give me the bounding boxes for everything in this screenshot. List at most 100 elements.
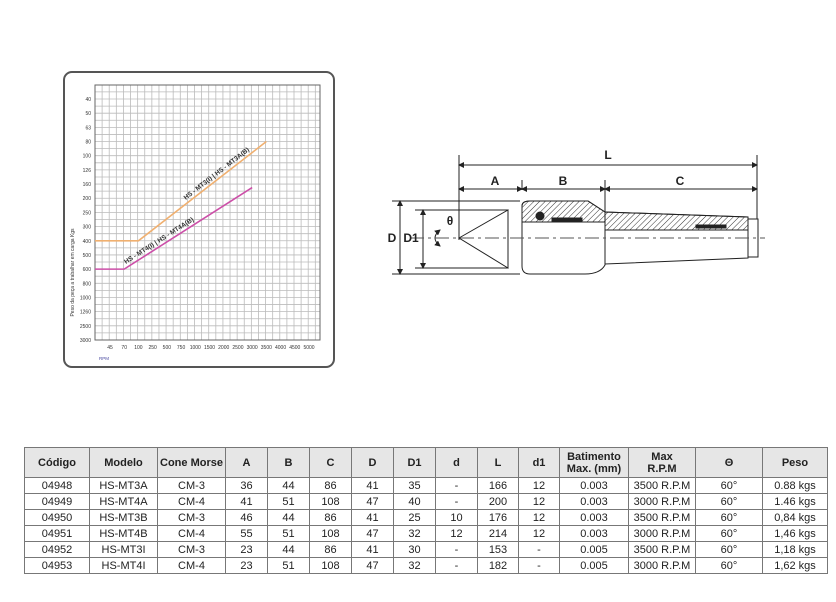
table-cell: HS-MT4B xyxy=(89,525,158,542)
table-cell: 0.003 xyxy=(559,525,629,542)
table-cell: 51 xyxy=(267,493,310,510)
table-cell: 214 xyxy=(477,525,519,542)
label-L: L xyxy=(604,148,611,162)
y-tick-label: 600 xyxy=(83,267,92,273)
table-cell: CM-3 xyxy=(157,477,226,494)
label-theta: θ xyxy=(447,214,454,228)
table-cell: 3000 R.P.M xyxy=(628,525,696,542)
label-C: C xyxy=(676,174,685,188)
x-axis-label: RPM xyxy=(99,356,109,361)
table-cell: 60° xyxy=(695,493,763,510)
table-cell: 0.003 xyxy=(559,477,629,494)
table-cell: 10 xyxy=(435,509,478,526)
table-cell: HS-MT3B xyxy=(89,509,158,526)
table-cell: HS-MT4A xyxy=(89,493,158,510)
y-tick-label: 2500 xyxy=(80,324,91,330)
table-cell: 166 xyxy=(477,477,519,494)
table-cell: 3500 R.P.M xyxy=(628,509,696,526)
x-tick-label: 45 xyxy=(107,345,113,351)
table-cell: 41 xyxy=(351,541,394,558)
column-header: Cone Morse xyxy=(157,447,226,478)
table-cell: 36 xyxy=(225,477,268,494)
column-header-text: D1 xyxy=(407,456,422,469)
column-header-text: Max xyxy=(651,450,673,463)
column-header-text: Peso xyxy=(781,456,809,469)
column-header: d1 xyxy=(518,447,560,478)
x-tick-label: 1500 xyxy=(204,345,215,351)
x-tick-label: 70 xyxy=(121,345,127,351)
table-cell: 12 xyxy=(518,509,560,526)
column-header-text: d1 xyxy=(532,456,546,469)
column-header: Modelo xyxy=(89,447,158,478)
y-tick-label: 800 xyxy=(83,281,92,287)
table-cell: - xyxy=(435,557,478,574)
x-tick-label: 750 xyxy=(177,345,186,351)
label-B: B xyxy=(559,174,568,188)
x-tick-label: 1000 xyxy=(190,345,201,351)
table-cell: 47 xyxy=(351,557,394,574)
table-cell: 1,46 kgs xyxy=(762,525,828,542)
column-header: C xyxy=(309,447,352,478)
table-cell: 108 xyxy=(309,525,352,542)
table-cell: 12 xyxy=(518,477,560,494)
table-cell: 12 xyxy=(435,525,478,542)
table-cell: 04949 xyxy=(24,493,90,510)
table-cell: HS-MT3A xyxy=(89,477,158,494)
column-header: B xyxy=(267,447,310,478)
table-cell: HS-MT3I xyxy=(89,541,158,558)
y-tick-label: 250 xyxy=(83,210,92,216)
x-tick-label: 500 xyxy=(163,345,172,351)
table-cell: 0.003 xyxy=(559,509,629,526)
table-cell: 04952 xyxy=(24,541,90,558)
column-header: A xyxy=(225,447,268,478)
table-cell: 60° xyxy=(695,525,763,542)
table-cell: CM-3 xyxy=(157,509,226,526)
table-cell: - xyxy=(518,541,560,558)
table-cell: - xyxy=(435,541,478,558)
table-cell: 108 xyxy=(309,493,352,510)
table-cell: 3000 R.P.M xyxy=(628,557,696,574)
column-header-text: Cone Morse xyxy=(160,456,223,469)
column-header: L xyxy=(477,447,519,478)
table-cell: 182 xyxy=(477,557,519,574)
column-header-text: d xyxy=(453,456,460,469)
y-tick-label: 50 xyxy=(85,111,91,117)
y-tick-label: 500 xyxy=(83,253,92,259)
table-cell: 30 xyxy=(393,541,436,558)
table-cell: 86 xyxy=(309,541,352,558)
table-cell: 51 xyxy=(267,525,310,542)
table-cell: 41 xyxy=(225,493,268,510)
table-cell: - xyxy=(435,477,478,494)
column-header: d xyxy=(435,447,478,478)
column-header: Código xyxy=(24,447,90,478)
table-cell: 12 xyxy=(518,525,560,542)
x-tick-label: 4000 xyxy=(275,345,286,351)
column-header-text: Modelo xyxy=(104,456,143,469)
table-cell: 41 xyxy=(351,477,394,494)
table-cell: 1,18 kgs xyxy=(762,541,828,558)
label-D: D xyxy=(388,231,397,245)
table-cell: 04948 xyxy=(24,477,90,494)
table-cell: CM-3 xyxy=(157,541,226,558)
x-tick-label: 5000 xyxy=(303,345,314,351)
table-cell: - xyxy=(518,557,560,574)
table-cell: 86 xyxy=(309,509,352,526)
series-line-2 xyxy=(95,186,253,270)
table-cell: 32 xyxy=(393,525,436,542)
table-cell: 40 xyxy=(393,493,436,510)
column-header: Θ xyxy=(695,447,763,478)
table-cell: 47 xyxy=(351,525,394,542)
x-tick-label: 4500 xyxy=(289,345,300,351)
column-header-text: D xyxy=(368,456,377,469)
series-label-1: HS - MT3(I) | HS - MT3A(B) xyxy=(183,146,251,201)
live-center-diagram: L A B C D D1 θ xyxy=(388,148,765,275)
table-cell: 46 xyxy=(225,509,268,526)
plot-frame xyxy=(94,84,321,341)
series-line-1 xyxy=(95,140,267,242)
table-cell: CM-4 xyxy=(157,525,226,542)
